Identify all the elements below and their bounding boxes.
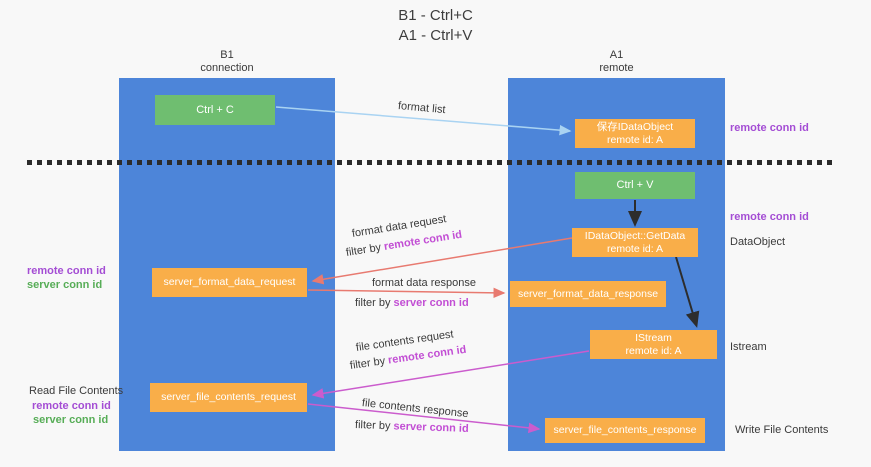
server-conn-id-text: server conn id [393, 297, 469, 309]
server-format-data-response-box: server_format_data_response [510, 281, 666, 307]
filter-by-server-conn-id-label-1: filter by server conn id [355, 297, 469, 309]
server-file-contents-response-box: server_file_contents_response [545, 418, 705, 443]
server-format-data-request-label: server_format_data_request [163, 276, 296, 288]
lane-header-b1: B1 connection [119, 49, 335, 75]
remote-conn-id-annotation-left-1: remote conn id [27, 265, 106, 277]
istream-box: IStream remote id: A [590, 330, 717, 359]
ctrl-c-box: Ctrl + C [155, 95, 275, 125]
filter-by-text: filter by [354, 419, 394, 433]
server-file-contents-request-label: server_file_contents_request [161, 391, 296, 403]
lane-b1-subtitle: connection [200, 62, 254, 74]
lane-a1-subtitle: remote [599, 62, 634, 74]
filter-by-text: filter by [355, 297, 394, 309]
lane-b1-name: B1 [220, 49, 234, 61]
lane-header-a1: A1 remote [508, 49, 725, 75]
diagram-title: B1 - Ctrl+C A1 - Ctrl+V [0, 6, 871, 46]
istream-line1: IStream [635, 331, 672, 344]
title-line-ctrl-c: B1 - Ctrl+C [398, 7, 473, 24]
filter-by-text: filter by [349, 354, 389, 372]
server-format-data-request-box: server_format_data_request [152, 268, 307, 297]
server-conn-id-annotation-left-1: server conn id [27, 279, 103, 291]
ctrl-c-label: Ctrl + C [196, 103, 234, 116]
format-data-response-label: format data response [372, 277, 476, 289]
remote-conn-id-annotation-top: remote conn id [730, 122, 809, 134]
remote-conn-id-annotation-mid: remote conn id [730, 211, 809, 223]
remote-conn-id-annotation-left-2: remote conn id [32, 400, 111, 412]
getdata-line2: remote id: A [606, 242, 664, 255]
save-idataobject-line2: remote id: A [606, 133, 664, 146]
save-idataobject-box: 保存IDataObject remote id: A [575, 119, 695, 148]
getdata-line1: IDataObject::GetData [584, 229, 686, 242]
format-list-label: format list [397, 100, 447, 117]
lane-a1-name: A1 [609, 49, 624, 61]
save-idataobject-line1: 保存IDataObject [596, 120, 674, 133]
title-line-ctrl-v: A1 - Ctrl+V [398, 27, 473, 44]
server-format-data-response-label: server_format_data_response [517, 287, 659, 300]
dashed-separator [27, 160, 833, 165]
istream-annotation: Istream [730, 341, 767, 353]
istream-line2: remote id: A [625, 344, 682, 357]
ctrl-v-label: Ctrl + V [616, 179, 654, 191]
read-file-contents-annotation: Read File Contents [29, 385, 124, 397]
idataobject-getdata-box: IDataObject::GetData remote id: A [572, 228, 698, 257]
server-conn-id-annotation-left-2: server conn id [33, 414, 109, 426]
ctrl-v-box: Ctrl + V [575, 172, 695, 199]
write-file-contents-annotation: Write File Contents [735, 424, 829, 436]
filter-by-server-conn-id-label-2: filter by server conn id [355, 419, 469, 435]
arrow-format-data-response [307, 287, 506, 299]
server-file-contents-request-box: server_file_contents_request [150, 383, 307, 412]
server-conn-id-text: server conn id [393, 420, 469, 435]
server-file-contents-response-label: server_file_contents_response [553, 424, 697, 436]
filter-by-text: filter by [345, 241, 385, 259]
dataobject-annotation: DataObject [730, 236, 786, 248]
file-contents-response-label: file contents response [361, 397, 470, 421]
